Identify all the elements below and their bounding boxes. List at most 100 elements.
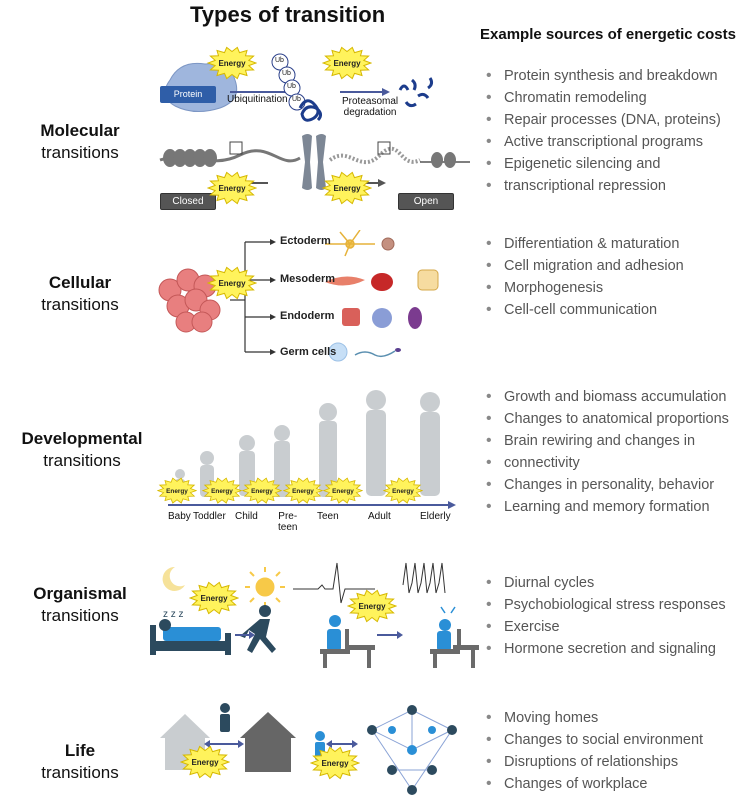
open-nucleosome-icon bbox=[431, 152, 456, 168]
energy-burst-shape bbox=[347, 589, 397, 623]
closed-chromatin-label: Closed bbox=[160, 193, 216, 210]
energy-burst-icon: Energy bbox=[383, 477, 423, 505]
costs-list-molecular: Protein synthesis and breakdown Chromati… bbox=[486, 65, 721, 197]
energy-burst-icon: Energy bbox=[157, 477, 197, 505]
cost-item: Psychobiological stress responses bbox=[486, 594, 726, 616]
cost-item: Hormone secretion and signaling bbox=[486, 638, 726, 660]
energy-burst-icon: Energy bbox=[207, 46, 257, 80]
energy-burst-shape bbox=[323, 477, 363, 505]
energy-label: Energy bbox=[166, 488, 188, 495]
cost-item: Active transcriptional programs bbox=[486, 131, 721, 153]
cost-item: Brain rewiring and changes in bbox=[486, 430, 729, 452]
stage-toddler: Toddler bbox=[193, 511, 226, 522]
cost-item: Epigenetic silencing and bbox=[486, 153, 721, 175]
energy-label: Energy bbox=[251, 488, 273, 495]
sleeping-person-icon bbox=[150, 619, 231, 655]
fat-cell-icon bbox=[417, 269, 439, 291]
energy-burst-shape bbox=[242, 477, 282, 505]
figure-title: Types of transition bbox=[190, 2, 386, 27]
ub-label: Ub bbox=[287, 83, 296, 90]
astrocyte-icon bbox=[381, 237, 395, 251]
energy-burst-shape bbox=[202, 477, 242, 505]
costs-list-developmental: Growth and biomass accumulation Changes … bbox=[486, 386, 729, 518]
energy-burst-shape bbox=[283, 477, 323, 505]
energy-burst-shape bbox=[207, 171, 257, 205]
running-person-icon bbox=[240, 605, 276, 653]
sun-icon bbox=[245, 567, 285, 607]
energy-label: Energy bbox=[191, 758, 219, 767]
ubiquitin-chain-icon bbox=[271, 53, 306, 111]
moon-icon bbox=[162, 566, 185, 591]
energy-burst-icon: Energy bbox=[189, 581, 239, 615]
nucleosome-cluster-icon bbox=[163, 149, 217, 167]
energy-burst-shape bbox=[157, 477, 197, 505]
adult-silhouette bbox=[366, 390, 386, 496]
cost-item: Changes to social environment bbox=[486, 729, 703, 751]
row-label-developmental: Developmental transitions bbox=[0, 428, 172, 472]
row-label-bold: Life bbox=[64, 741, 96, 760]
row-label-rest: transitions bbox=[41, 606, 119, 625]
proteasomal-label: Proteasomal degradation bbox=[342, 96, 398, 118]
stage-adult: Adult bbox=[368, 511, 391, 522]
energy-label: Energy bbox=[218, 59, 246, 68]
stage-preteen: Pre- teen bbox=[278, 511, 297, 533]
cost-item: Protein synthesis and breakdown bbox=[486, 65, 721, 87]
ub-labels: Ub Ub Ub Ub bbox=[275, 54, 301, 106]
energy-label: Energy bbox=[333, 59, 361, 68]
stage-child: Child bbox=[235, 511, 258, 522]
stressed-ecg-trace bbox=[402, 562, 446, 594]
row-label-bold: Developmental bbox=[21, 429, 143, 448]
costs-list-organismal: Diurnal cycles Psychobiological stress r… bbox=[486, 572, 726, 660]
cost-item: Diurnal cycles bbox=[486, 572, 726, 594]
coiled-protein-icon bbox=[298, 99, 323, 122]
open-chromatin-label: Open bbox=[398, 193, 454, 210]
cost-item: Changes of workplace bbox=[486, 773, 703, 795]
elderly-silhouette bbox=[420, 392, 440, 496]
peptide-fragments-icon bbox=[398, 77, 434, 108]
liver-cell-icon bbox=[372, 308, 392, 328]
chromosome-icon bbox=[302, 134, 326, 190]
sperm-cell-icon bbox=[354, 350, 396, 358]
neuron-icon bbox=[325, 230, 375, 257]
ub-label: Ub bbox=[292, 96, 301, 103]
energy-burst-icon: Energy bbox=[283, 477, 323, 505]
costs-list-cellular: Differentiation & maturation Cell migrat… bbox=[486, 233, 684, 321]
developmental-diagram bbox=[168, 390, 456, 509]
energy-burst-icon: Energy bbox=[202, 477, 242, 505]
energy-burst-shape bbox=[383, 477, 423, 505]
cost-item: Learning and memory formation bbox=[486, 496, 729, 518]
protein-label: Protein bbox=[160, 86, 216, 103]
costs-list-life: Moving homes Changes to social environme… bbox=[486, 707, 703, 795]
muscle-cell-icon bbox=[325, 276, 365, 286]
energy-label: Energy bbox=[392, 488, 414, 495]
row-label-bold: Molecular bbox=[40, 121, 120, 140]
cost-item: Disruptions of relationships bbox=[486, 751, 703, 773]
social-network-icon bbox=[367, 705, 457, 795]
stage-preteen-line2: teen bbox=[278, 522, 298, 533]
energy-burst-shape bbox=[180, 745, 230, 779]
cost-item: Differentiation & maturation bbox=[486, 233, 684, 255]
stage-baby: Baby bbox=[168, 511, 191, 522]
energy-burst-shape bbox=[310, 746, 360, 780]
row-label-rest: transitions bbox=[41, 295, 119, 314]
stage-elderly: Elderly bbox=[420, 511, 451, 522]
energy-burst-icon: Energy bbox=[180, 745, 230, 779]
energy-label: Energy bbox=[333, 184, 361, 193]
organismal-diagram: z z z bbox=[150, 562, 479, 668]
cost-item: Cell migration and adhesion bbox=[486, 255, 684, 277]
cost-item: Exercise bbox=[486, 616, 726, 638]
lineage-ectoderm: Ectoderm bbox=[280, 235, 331, 247]
cost-item: Growth and biomass accumulation bbox=[486, 386, 729, 408]
cost-item: Chromatin remodeling bbox=[486, 87, 721, 109]
cost-item: Cell-cell communication bbox=[486, 299, 684, 321]
row-label-organismal: Organismal transitions bbox=[0, 583, 160, 627]
energy-burst-icon: Energy bbox=[310, 746, 360, 780]
energy-burst-icon: Energy bbox=[242, 477, 282, 505]
cellular-diagram bbox=[158, 230, 439, 362]
energy-label: Energy bbox=[358, 602, 386, 611]
cost-item: Changes in personality, behavior bbox=[486, 474, 729, 496]
stem-cell-cluster-icon bbox=[158, 268, 221, 333]
row-label-bold: Organismal bbox=[33, 584, 127, 603]
ub-label: Ub bbox=[275, 57, 284, 64]
energy-burst-icon: Energy bbox=[207, 266, 257, 300]
